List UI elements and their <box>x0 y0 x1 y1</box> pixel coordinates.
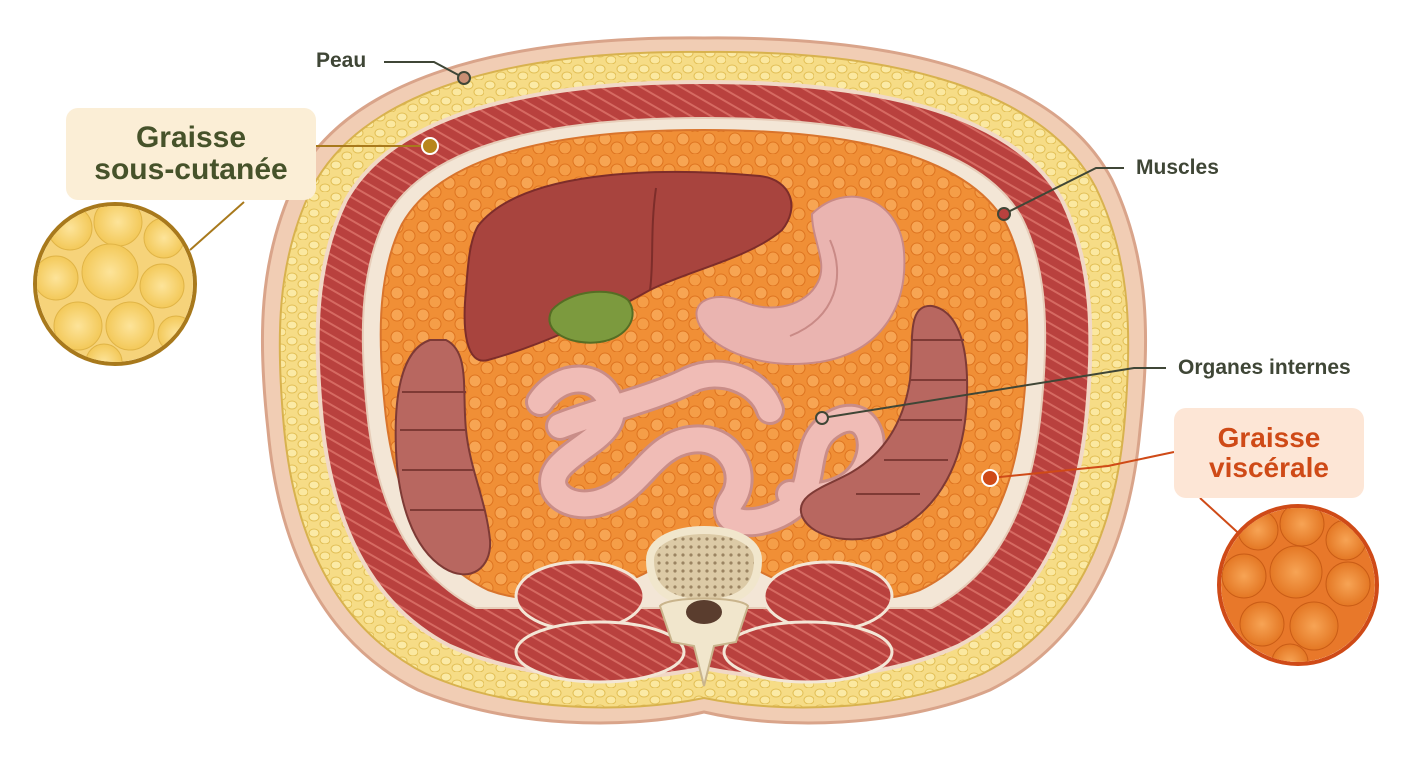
subcutaneous-fat-label-line2: sous-cutanée <box>94 153 288 186</box>
visceral-fat-label: Graisse viscérale <box>1174 408 1364 498</box>
gallbladder <box>548 290 634 344</box>
liver-lobe-line <box>649 187 657 291</box>
subcutaneous-fat-label-line1: Graisse <box>135 120 247 154</box>
muscles-leader <box>1003 167 1124 215</box>
liver <box>463 171 793 362</box>
stomach-fold <box>789 239 838 337</box>
muscles-label: Muscles <box>1136 156 1219 179</box>
subcutaneous-fat-zoom <box>33 202 197 366</box>
visceral-fat-label-line2: viscérale <box>1209 452 1329 483</box>
descending-colon <box>799 304 969 541</box>
skin-label: Peau <box>316 49 367 72</box>
vertebra <box>645 526 763 687</box>
subcutaneous-zoom-leader <box>189 201 245 251</box>
subcutaneous-fat-label: Graisse sous-cutanée <box>66 108 316 200</box>
ascending-colon <box>394 339 492 576</box>
visceral-fat-label-line1: Graisse <box>1217 421 1321 453</box>
skin-leader <box>384 61 465 79</box>
stomach <box>695 195 906 365</box>
organs-leader <box>821 367 1166 419</box>
back-muscles <box>514 560 894 684</box>
leader-lines <box>189 61 1247 541</box>
internal-organs-label: Organes internes <box>1178 356 1351 379</box>
visceral-leader <box>989 451 1175 479</box>
small-intestine <box>525 359 886 538</box>
visceral-fat-zoom <box>1217 504 1379 666</box>
